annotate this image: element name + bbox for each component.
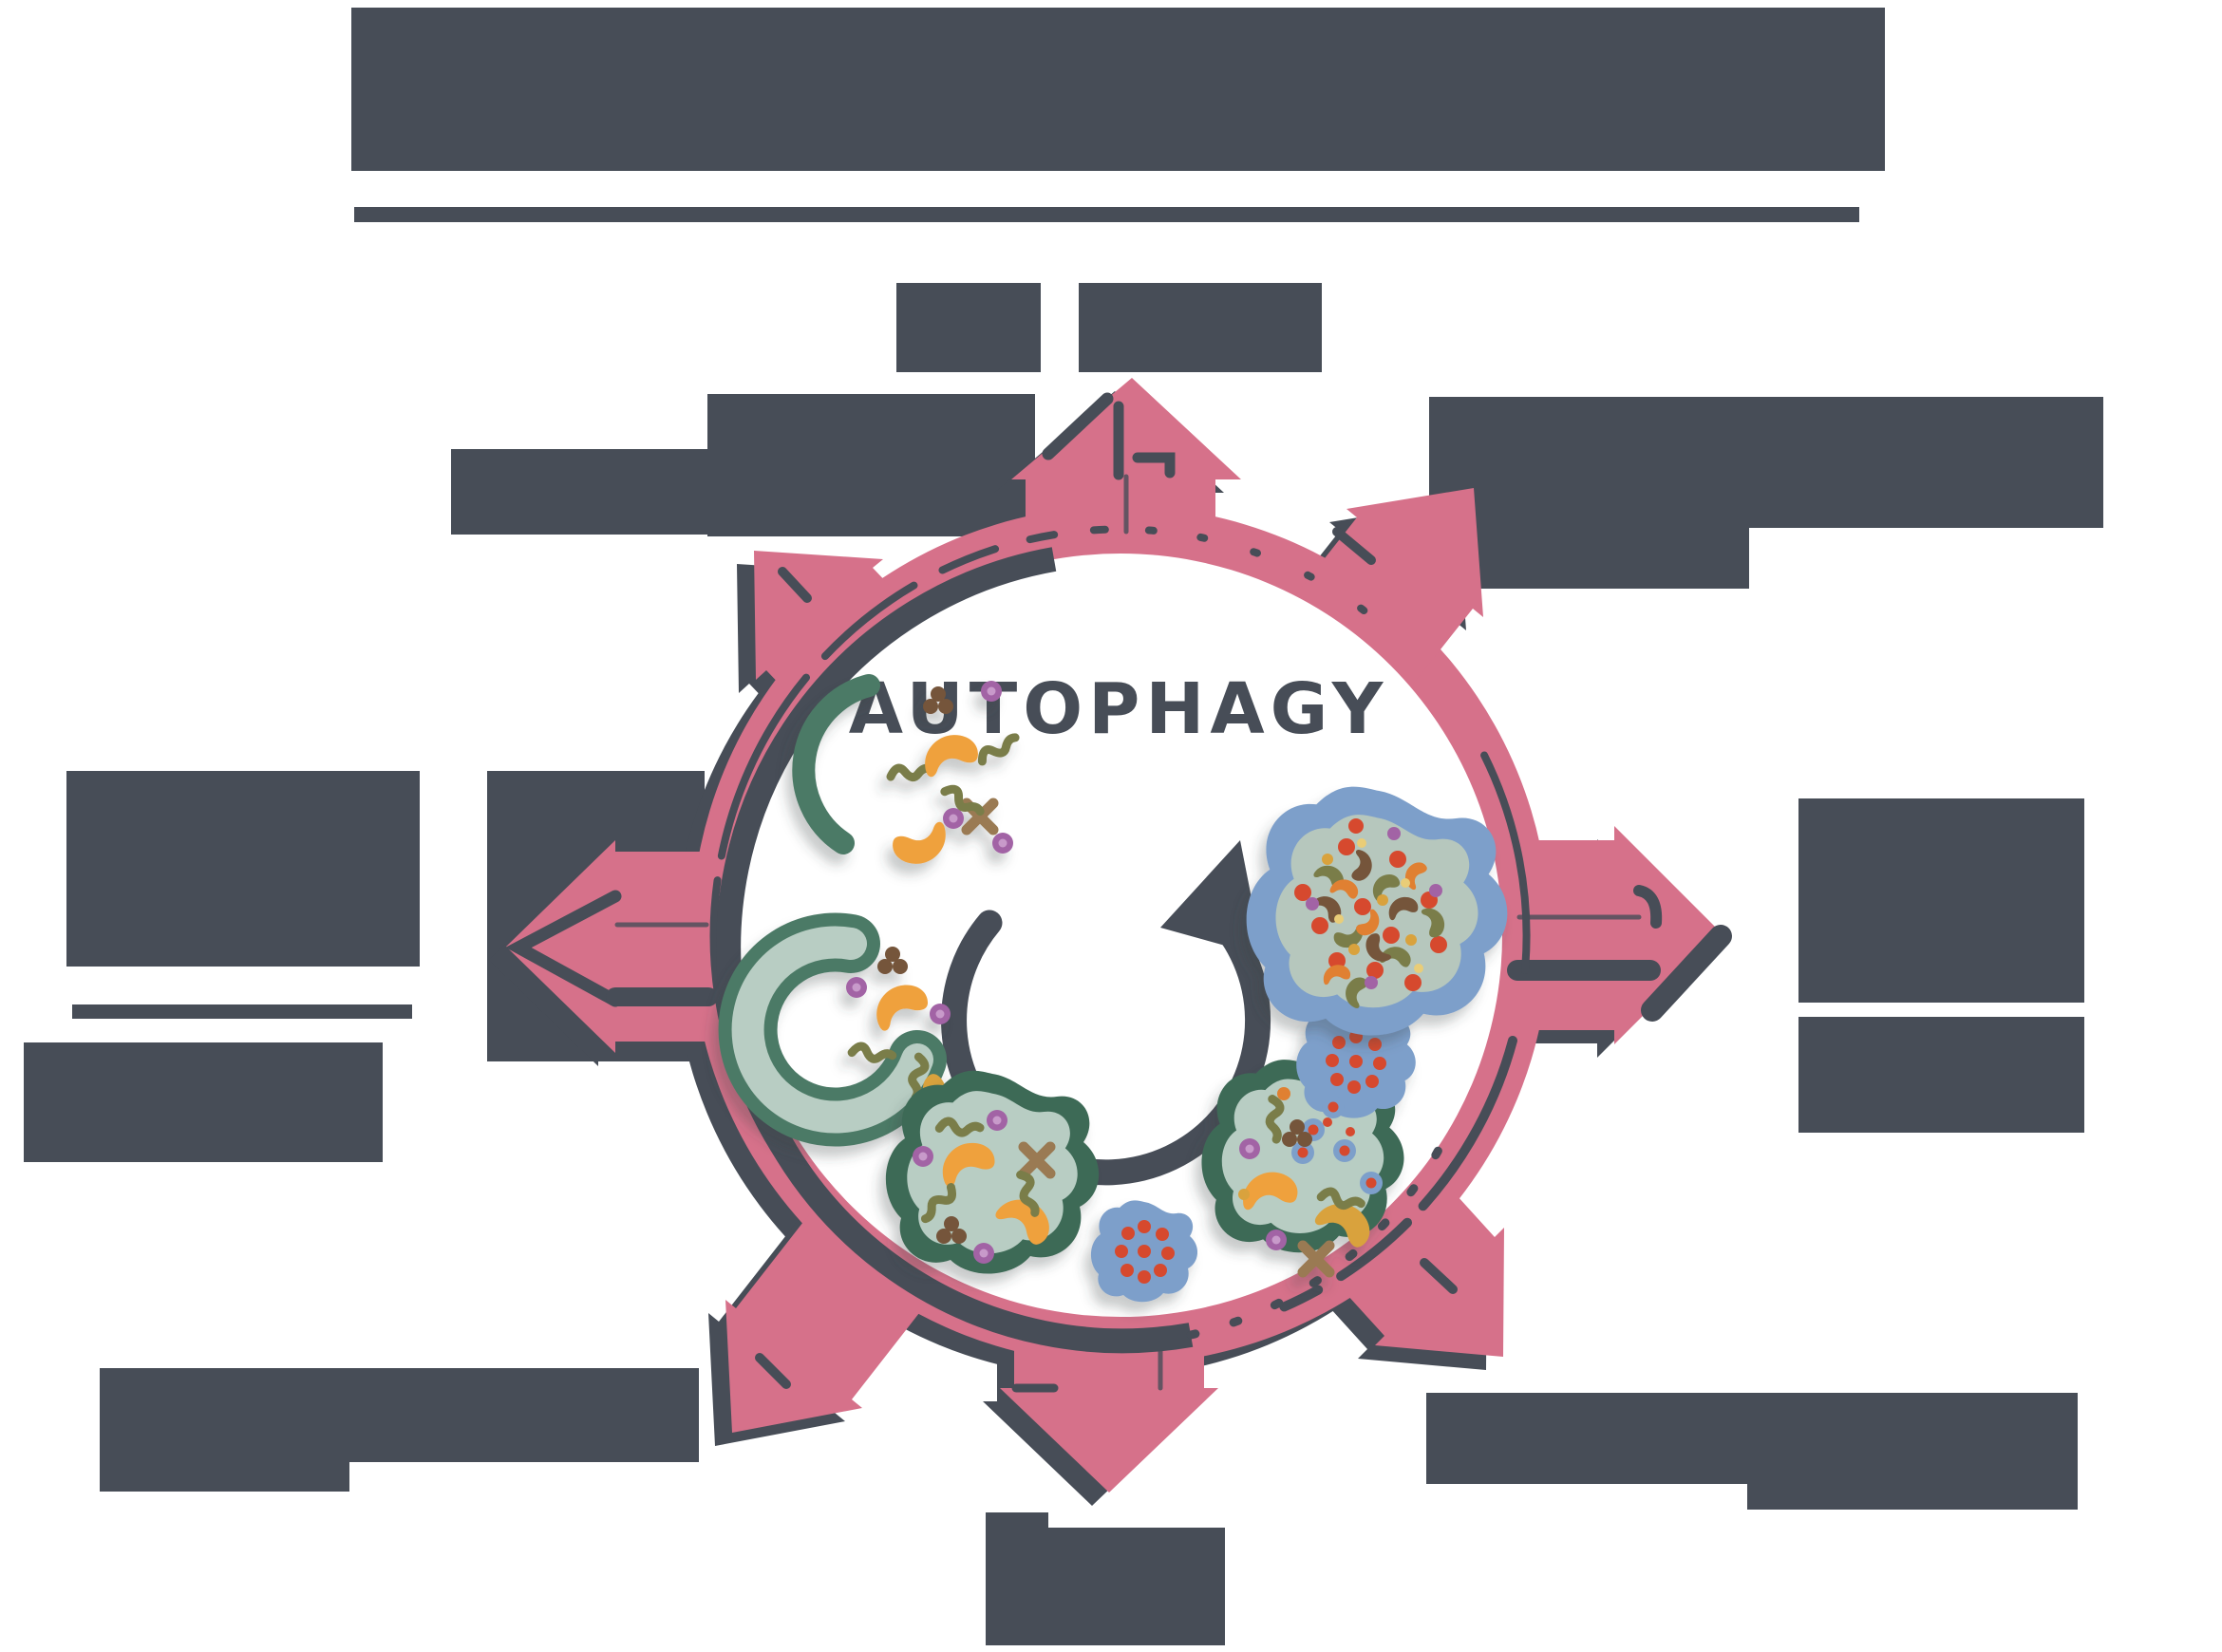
label-left-line-2	[24, 1042, 383, 1162]
label-upper-left-line-2	[451, 449, 709, 535]
phagophore-icon	[718, 912, 981, 1147]
star-ink-accents	[505, 392, 1732, 1393]
title-underline	[354, 207, 1859, 222]
label-bottom-right-line-2	[1747, 1484, 2078, 1510]
label-bottom-right-line-1	[1426, 1393, 2078, 1484]
label-left-underline	[72, 1004, 412, 1019]
label-left-line-1	[66, 771, 420, 967]
lysosome-icon	[1090, 1200, 1198, 1303]
label-right-line-2	[1798, 1017, 2084, 1133]
autolysosome-icon	[1246, 786, 1508, 1036]
cycle-arrow-icon	[941, 840, 1271, 1186]
label-bottom-center	[986, 1528, 1225, 1645]
cargo-debris-icon	[792, 674, 1018, 872]
autophagosome-icon	[885, 1070, 1100, 1274]
label-bottom-left-line-2	[100, 1462, 349, 1492]
subtitle-word-1	[896, 283, 1041, 372]
label-right-line-1	[1798, 798, 2084, 1003]
label-bottom-center-tab	[986, 1512, 1048, 1528]
label-upper-right-line-2	[1429, 528, 1749, 589]
subtitle-word-2	[1079, 283, 1322, 372]
label-upper-left-line-1	[707, 394, 1035, 536]
fusion-icon	[1201, 1004, 1416, 1272]
label-bottom-left-line-1	[100, 1368, 699, 1462]
title-redacted	[351, 8, 1885, 171]
label-upper-right-line-1	[1429, 397, 2103, 528]
autophagy-label: AUTOPHAGY	[849, 668, 1389, 750]
